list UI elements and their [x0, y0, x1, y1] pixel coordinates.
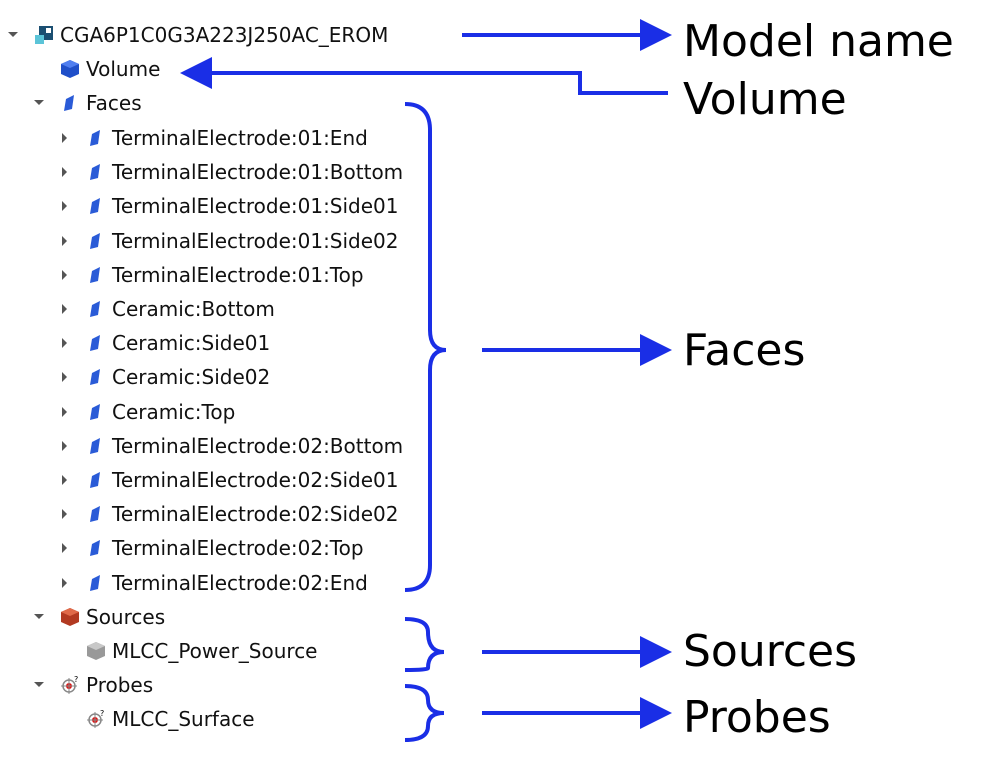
probes-label: Probes [86, 673, 154, 697]
face-label: TerminalElectrode:02:Side02 [112, 502, 399, 527]
source-cube-icon [60, 607, 80, 627]
expand-arrow-icon[interactable] [62, 440, 67, 451]
tree-node-probes[interactable]: ? Probes [34, 668, 154, 702]
annotation-faces: Faces [683, 325, 806, 376]
model-icon [34, 25, 54, 45]
tree-node-face[interactable]: Ceramic:Bottom [62, 292, 275, 326]
expand-arrow-icon[interactable] [34, 614, 44, 619]
probe-item-label: MLCC_Surface [112, 707, 255, 731]
faces-brace [404, 102, 447, 592]
tree-node-probe-item[interactable]: ? MLCC_Surface [86, 702, 255, 736]
annotation-model-name: Model name [683, 16, 954, 67]
annotation-volume: Volume [683, 74, 847, 125]
face-label: Ceramic:Bottom [112, 297, 275, 321]
expand-arrow-icon[interactable] [62, 133, 67, 143]
tree-node-face[interactable]: TerminalElectrode:01:End [62, 121, 368, 155]
face-label: TerminalElectrode:01:End [112, 126, 368, 150]
face-icon [86, 573, 106, 593]
expand-arrow-icon[interactable] [8, 32, 18, 37]
face-icon [86, 470, 106, 490]
face-label: Ceramic:Top [112, 399, 236, 424]
model-name-label: CGA6P1C0G3A223J250AC_EROM [60, 23, 389, 47]
volume-label: Volume [86, 57, 161, 81]
face-label: TerminalElectrode:01:Top [112, 262, 364, 287]
volume-cube-icon [60, 59, 80, 79]
expand-arrow-icon[interactable] [34, 100, 44, 105]
svg-text:?: ? [74, 675, 78, 684]
face-label: TerminalElectrode:02:End [112, 570, 368, 595]
expand-arrow-icon[interactable] [62, 235, 67, 246]
expand-arrow-icon[interactable] [62, 269, 67, 280]
expand-arrow-icon[interactable] [62, 577, 67, 588]
face-label: Ceramic:Side01 [112, 331, 271, 356]
tree-node-face[interactable]: Ceramic:Side02 [62, 360, 271, 394]
tree-node-source-item[interactable]: MLCC_Power_Source [86, 634, 318, 668]
tree-node-face[interactable]: Ceramic:Side01 [62, 326, 271, 360]
tree-node-face[interactable]: TerminalElectrode:02:Top [62, 531, 364, 565]
expand-arrow-icon[interactable] [62, 406, 67, 417]
probe-target-icon: ? [86, 709, 106, 729]
expand-arrow-icon[interactable] [62, 372, 67, 383]
face-label: TerminalElectrode:01:Side02 [112, 228, 399, 253]
face-label: Ceramic:Side02 [112, 365, 271, 390]
tree-node-faces[interactable]: Faces [34, 86, 142, 120]
tree-node-volume[interactable]: Volume [60, 52, 160, 86]
expand-arrow-icon[interactable] [62, 201, 67, 212]
face-label: TerminalElectrode:02:Side01 [112, 468, 399, 492]
sources-brace [404, 617, 445, 672]
probe-target-icon: ? [60, 675, 80, 695]
face-icon [86, 265, 106, 285]
tree-node-face[interactable]: TerminalElectrode:01:Side02 [62, 224, 399, 258]
face-label: TerminalElectrode:01:Bottom [112, 160, 404, 185]
source-item-label: MLCC_Power_Source [112, 639, 318, 663]
tree-node-face[interactable]: TerminalElectrode:02:End [62, 566, 368, 600]
face-icon [86, 538, 106, 558]
probes-brace [404, 684, 445, 742]
face-icon [86, 231, 106, 251]
face-icon [86, 402, 106, 422]
tree-node-face[interactable]: TerminalElectrode:02:Side02 [62, 497, 399, 531]
tree-node-face[interactable]: TerminalElectrode:01:Bottom [62, 155, 404, 189]
sources-label: Sources [86, 605, 166, 629]
expand-arrow-icon[interactable] [62, 543, 67, 554]
face-icon [86, 504, 106, 524]
expand-arrow-icon[interactable] [62, 167, 67, 178]
face-icon [86, 367, 106, 387]
svg-text:?: ? [100, 709, 104, 718]
tree-node-face[interactable]: Ceramic:Top [62, 395, 236, 429]
faces-label: Faces [86, 91, 142, 115]
expand-arrow-icon[interactable] [34, 682, 44, 687]
tree-node-face[interactable]: TerminalElectrode:01:Top [62, 258, 364, 292]
face-icon [86, 162, 106, 182]
face-label: TerminalElectrode:01:Side01 [112, 194, 399, 219]
face-icon [86, 196, 106, 216]
tree-node-face[interactable]: TerminalElectrode:02:Side01 [62, 463, 399, 497]
gray-cube-icon [86, 641, 106, 661]
expand-arrow-icon[interactable] [62, 338, 67, 349]
tree-node-sources[interactable]: Sources [34, 600, 166, 634]
face-icon [86, 128, 106, 148]
face-icon [86, 299, 106, 319]
face-icon [60, 93, 80, 113]
face-label: TerminalElectrode:02:Bottom [112, 433, 404, 458]
tree-node-face[interactable]: TerminalElectrode:02:Bottom [62, 429, 404, 463]
face-label: TerminalElectrode:02:Top [112, 536, 364, 561]
annotation-probes: Probes [683, 692, 831, 743]
volume-arrow [184, 71, 668, 95]
expand-arrow-icon[interactable] [62, 475, 67, 485]
face-icon [86, 436, 106, 456]
tree-node-model[interactable]: CGA6P1C0G3A223J250AC_EROM [8, 18, 389, 52]
expand-arrow-icon[interactable] [62, 304, 67, 314]
expand-arrow-icon[interactable] [62, 509, 67, 520]
annotation-sources: Sources [683, 626, 858, 677]
tree-node-face[interactable]: TerminalElectrode:01:Side01 [62, 189, 399, 223]
face-icon [86, 333, 106, 353]
